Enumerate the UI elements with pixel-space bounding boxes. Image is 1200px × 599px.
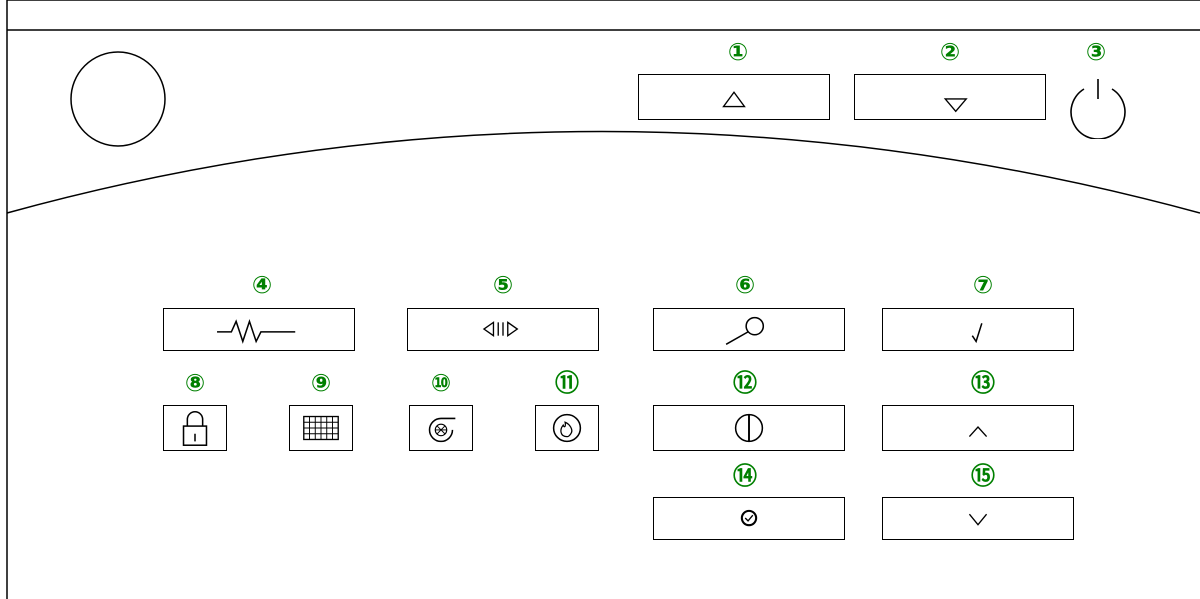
callout-8: ⑧ bbox=[184, 369, 206, 397]
select-button[interactable] bbox=[407, 308, 599, 351]
callout-9: ⑨ bbox=[310, 369, 332, 397]
triangle-up-icon bbox=[722, 91, 746, 108]
callout-13: ⑬ bbox=[971, 369, 995, 397]
grid-icon bbox=[303, 415, 339, 441]
callout-10: ⑩ bbox=[430, 369, 452, 397]
callout-6: ⑥ bbox=[734, 271, 756, 299]
flame-button[interactable] bbox=[535, 405, 599, 451]
up-button[interactable] bbox=[638, 74, 830, 120]
chevron-down-icon bbox=[968, 513, 988, 526]
flame-icon bbox=[552, 413, 582, 443]
callout-12: ⑫ bbox=[733, 369, 757, 397]
on-off-icon bbox=[734, 413, 764, 443]
decrease-button[interactable] bbox=[882, 497, 1074, 540]
chevron-up-icon bbox=[968, 426, 988, 438]
left-right-arrows-icon bbox=[482, 321, 519, 337]
increase-button[interactable] bbox=[882, 405, 1074, 451]
callout-1: ① bbox=[727, 38, 749, 66]
fan-icon bbox=[428, 417, 456, 443]
clock-icon bbox=[740, 509, 758, 527]
timer-button[interactable] bbox=[653, 497, 845, 540]
confirm-button[interactable] bbox=[882, 308, 1074, 351]
callout-7: ⑦ bbox=[972, 271, 994, 299]
triangle-down-icon bbox=[943, 98, 968, 113]
fan-button[interactable] bbox=[409, 405, 473, 451]
callout-14: ⑭ bbox=[733, 462, 757, 490]
on-off-button[interactable] bbox=[653, 405, 845, 451]
padlock-icon bbox=[182, 411, 208, 446]
power-icon bbox=[1070, 79, 1126, 140]
heat-button[interactable] bbox=[163, 308, 355, 351]
callout-15: ⑮ bbox=[971, 462, 995, 490]
heating-element-icon bbox=[217, 318, 296, 344]
check-mark-icon bbox=[971, 323, 983, 344]
callout-2: ② bbox=[939, 38, 961, 66]
callout-11: ⑪ bbox=[555, 369, 579, 397]
grid-button[interactable] bbox=[289, 405, 353, 451]
lock-button[interactable] bbox=[163, 405, 227, 451]
power-button[interactable] bbox=[1066, 75, 1130, 140]
search-button[interactable] bbox=[653, 308, 845, 351]
callout-5: ⑤ bbox=[492, 271, 514, 299]
callout-3: ③ bbox=[1085, 38, 1107, 66]
callout-4: ④ bbox=[251, 271, 273, 299]
dial-knob bbox=[70, 51, 166, 147]
down-button[interactable] bbox=[854, 74, 1046, 120]
magnifier-icon bbox=[725, 316, 765, 345]
